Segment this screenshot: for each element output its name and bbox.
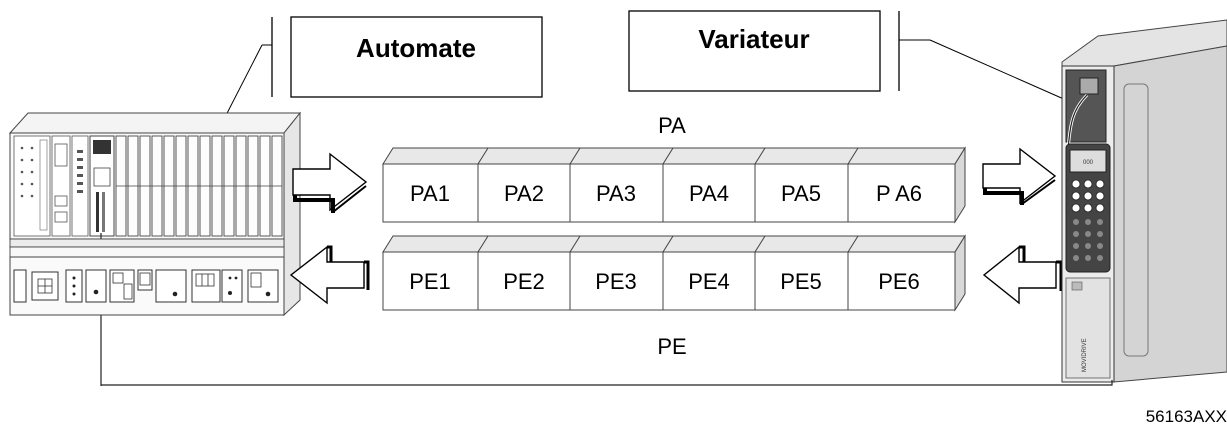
pe-register-bar: PE1 PE2 PE3 PE4 PE5 PE6 bbox=[382, 234, 966, 312]
pe-register-4: PE4 bbox=[688, 269, 730, 294]
variateur-label: Variateur bbox=[698, 24, 809, 54]
drive-unit: 000 MOVIDRIVE bbox=[1061, 19, 1227, 383]
pa-register-3: PA3 bbox=[596, 181, 636, 206]
pa-register-6: P A6 bbox=[876, 181, 922, 206]
variateur-callout: Variateur bbox=[628, 10, 1067, 101]
pa-register-2: PA2 bbox=[504, 181, 544, 206]
automate-callout: Automate bbox=[199, 16, 543, 167]
pa-register-bar: PA1 PA2 PA3 PA4 PA5 P A6 bbox=[382, 146, 966, 224]
pe-register-2: PE2 bbox=[503, 269, 545, 294]
plc-rack bbox=[8, 111, 302, 386]
figure-id: 56163AXX bbox=[1146, 407, 1227, 426]
arrow-drive-to-pe bbox=[982, 245, 1063, 305]
automate-label: Automate bbox=[356, 33, 476, 63]
pe-register-5: PE5 bbox=[780, 269, 822, 294]
fieldbus-cable bbox=[101, 380, 1113, 386]
arrow-pa-to-drive bbox=[982, 147, 1057, 205]
pa-register-5: PA5 bbox=[781, 181, 821, 206]
svg-text:000: 000 bbox=[1083, 160, 1094, 166]
pa-bus-label: PA bbox=[658, 113, 686, 138]
arrow-plc-to-pa bbox=[292, 152, 368, 213]
pa-register-4: PA4 bbox=[689, 181, 729, 206]
pe-register-1: PE1 bbox=[409, 269, 451, 294]
drive-brand-text: MOVIDRIVE bbox=[1082, 338, 1088, 372]
pe-bus-label: PE bbox=[657, 334, 686, 359]
pe-register-6: PE6 bbox=[878, 269, 920, 294]
arrow-pe-to-plc bbox=[289, 245, 370, 305]
pa-register-1: PA1 bbox=[410, 181, 450, 206]
pe-register-3: PE3 bbox=[595, 269, 637, 294]
